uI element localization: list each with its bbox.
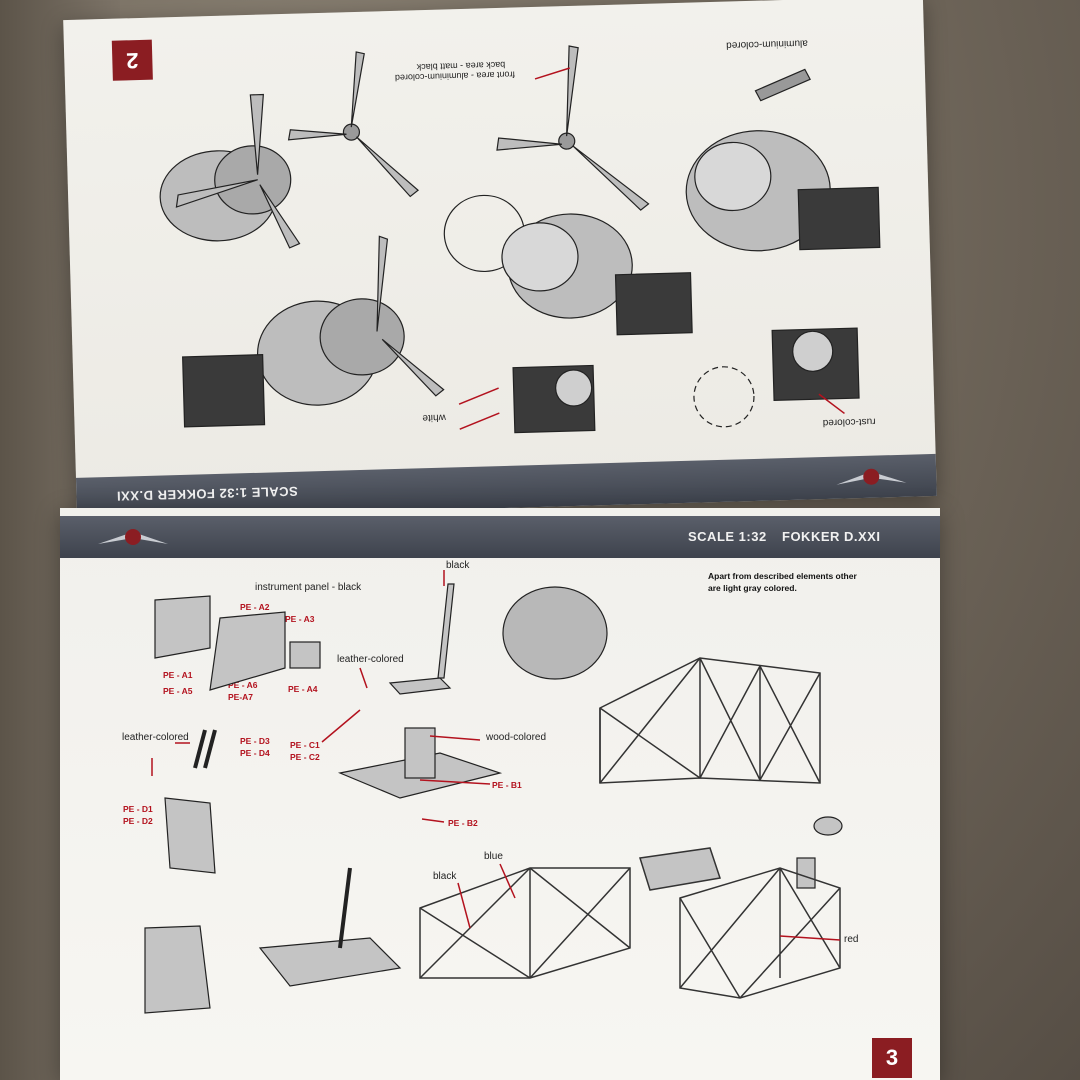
label-pe-c1: PE - C1 — [290, 740, 320, 750]
label-pe-a3: PE - A3 — [285, 614, 315, 624]
control-stick — [437, 583, 455, 679]
label-black-stick: black — [446, 560, 470, 571]
label-black-frame: black — [433, 871, 457, 882]
radial-engine — [182, 354, 266, 428]
label-pe-d1: PE - D1 — [123, 804, 153, 814]
engine-crankcase — [555, 369, 593, 407]
exhaust-collector — [693, 366, 755, 428]
label-pe-a7: PE-A7 — [228, 692, 254, 702]
seat-assembled — [144, 925, 211, 1014]
control-stick-assembled — [338, 867, 352, 949]
fuselage-frame-bracing — [599, 657, 821, 784]
frame-bracing-right — [679, 867, 841, 999]
bracket-part — [813, 816, 843, 836]
logo-wing-icon — [98, 529, 168, 545]
propeller-blade — [287, 129, 347, 141]
propeller-blade — [566, 45, 579, 137]
color-note: Apart from described elements other are … — [708, 571, 857, 593]
rudder-pedal-strap — [203, 729, 217, 769]
banner-scale: SCALE 1:32 — [688, 529, 767, 544]
label-pe-d3: PE - D3 — [240, 736, 270, 746]
pointer-arrow — [459, 412, 500, 430]
banner-model: FOKKER D.XXI — [782, 529, 881, 544]
lever-part — [796, 857, 816, 889]
pointer-arrow — [429, 735, 481, 741]
fuselage-frame-section-right — [679, 867, 841, 999]
instrument-panel-a4 — [289, 641, 321, 669]
label-pe-d4: PE - D4 — [240, 748, 270, 758]
label-instrument-panel: instrument panel - black — [255, 582, 362, 593]
label-red: red — [844, 934, 859, 945]
logo-wing-icon — [836, 468, 907, 485]
propeller-blade — [175, 179, 258, 208]
banner-text: SCALE 1:32 FOKKER D.XXI — [116, 483, 298, 504]
engine-propeller-illustrations — [159, 45, 881, 434]
pointer-arrow — [321, 709, 361, 743]
floor-panel — [639, 847, 721, 891]
label-pe-d2: PE - D2 — [123, 816, 153, 826]
pointer-arrow — [534, 67, 570, 80]
pointer-arrow — [818, 393, 845, 415]
label-pe-a5: PE - A5 — [163, 686, 193, 696]
propeller-blade — [249, 93, 264, 175]
pointer-arrow — [457, 882, 471, 929]
fuel-tank — [502, 586, 608, 680]
label-pe-b2: PE - B2 — [448, 818, 478, 828]
brand-logo — [98, 522, 168, 552]
label-pe-a6: PE - A6 — [228, 680, 258, 690]
label-pe-a1: PE - A1 — [163, 670, 193, 680]
instruction-page-3: SCALE 1:32 FOKKER D.XXI Apart from descr… — [60, 508, 940, 1080]
page-number-badge: 3 — [872, 1038, 912, 1078]
pointer-arrow — [458, 387, 499, 405]
propeller-blade — [356, 136, 420, 198]
cowling-inner — [694, 141, 772, 212]
pointer-arrow — [419, 779, 491, 785]
label-wood-colored: wood-colored — [486, 732, 547, 743]
cockpit-floor-assembled — [258, 937, 402, 987]
pointer-arrow — [779, 935, 841, 941]
page-banner-top: SCALE 1:32 FOKKER D.XXI — [75, 453, 937, 520]
pointer-arrow — [359, 667, 368, 689]
propeller-blade — [376, 235, 389, 332]
label-leather-colored-rudder: leather-colored — [122, 732, 189, 743]
propeller-blade — [259, 184, 301, 249]
label-pe-b1: PE - B1 — [492, 780, 522, 790]
propeller-blade — [350, 51, 365, 128]
label-pe-a4: PE - A4 — [288, 684, 318, 694]
spinner-part — [754, 68, 811, 102]
seat — [164, 797, 216, 874]
label-leather-colored: leather-colored — [337, 654, 404, 665]
cockpit-assembly-illustrations — [144, 570, 843, 1014]
instrument-panel-a6 — [209, 611, 286, 691]
cowling-inner — [214, 145, 292, 215]
rudder-pedal-strap — [193, 729, 207, 769]
frame-bracing — [419, 867, 631, 979]
label-pe-a2: PE - A2 — [240, 602, 270, 612]
label-blue: blue — [484, 851, 503, 862]
propeller-blade — [496, 137, 562, 151]
propeller-blade — [572, 145, 650, 211]
engine-crankcase — [792, 330, 834, 372]
label-pe-c2: PE - C2 — [290, 752, 320, 762]
cowling-inner — [319, 298, 405, 376]
page-banner-bottom: SCALE 1:32 FOKKER D.XXI — [60, 516, 940, 558]
page-number: 3 — [885, 1045, 899, 1070]
instruction-page-2: 2 aluminium-colored front area - alumini… — [63, 0, 937, 520]
pointer-arrow — [499, 863, 516, 899]
radial-engine — [797, 186, 881, 251]
propeller-blade — [381, 338, 445, 397]
radial-engine — [614, 272, 693, 336]
pointer-arrow — [421, 818, 445, 823]
control-column-base — [388, 677, 452, 695]
brand-logo — [836, 461, 907, 493]
instrument-panel-a1 — [154, 595, 211, 659]
cowling-inner — [501, 222, 579, 292]
